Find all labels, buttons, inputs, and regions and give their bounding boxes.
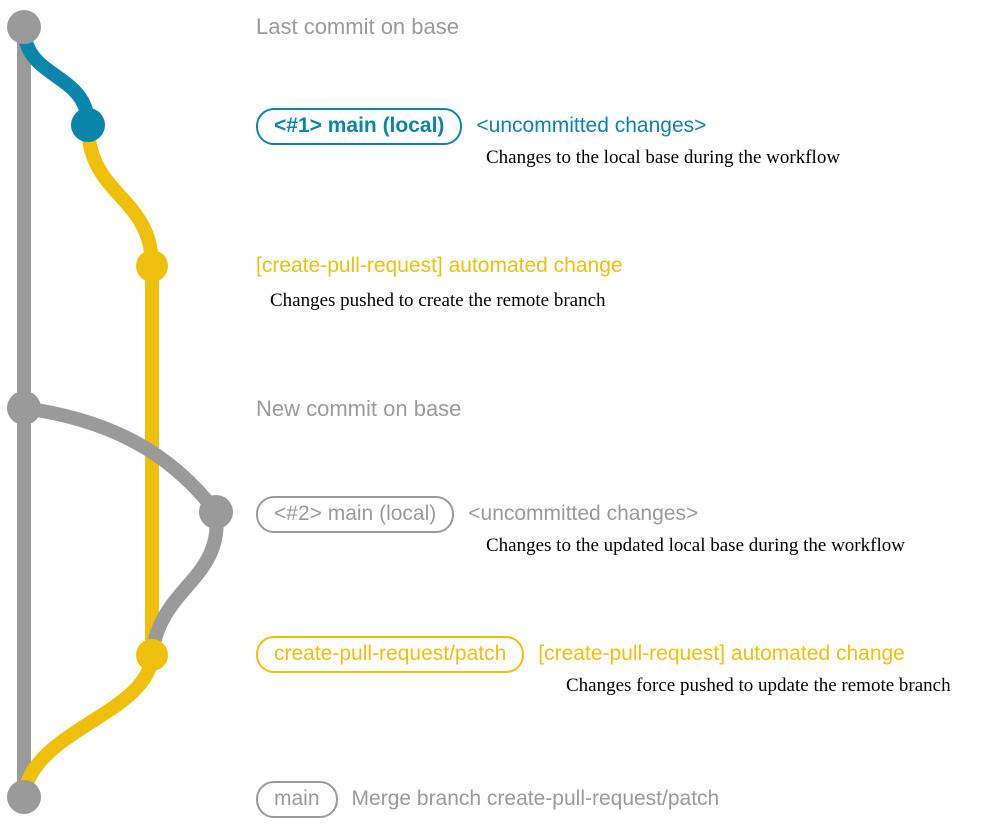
entry-local-uncommitted-2: <#2> main (local) <uncommitted changes>: [256, 496, 699, 534]
commit-node-base-new[interactable]: [7, 391, 41, 425]
branch-pill-remote-patch[interactable]: create-pull-request/patch: [256, 636, 525, 674]
commit-subject-merge: Merge branch create-pull-request/patch: [351, 787, 720, 810]
branch-pill-local-1[interactable]: <#1> main (local): [256, 108, 463, 146]
commit-description-local-1: Changes to the local base during the wor…: [486, 147, 841, 168]
local-branch-line-1: [17, 20, 95, 132]
remote-branch-line-create: [81, 118, 159, 273]
commit-subject-local-1: <uncommitted changes>: [476, 114, 707, 137]
commit-description-remote-patch: Changes force pushed to update the remot…: [566, 675, 951, 696]
branch-pill-local-2[interactable]: <#2> main (local): [256, 496, 455, 534]
commit-node-local-2[interactable]: [199, 495, 233, 529]
local-branch-line-2: [17, 401, 223, 519]
label-last-commit-on-base: Last commit on base: [256, 14, 459, 39]
entry-remote-force-push: create-pull-request/patch [create-pull-r…: [256, 636, 905, 674]
local-merge-into-remote-line: [145, 505, 224, 662]
commit-description-remote-create: Changes pushed to create the remote bran…: [270, 290, 606, 311]
remote-merge-line: [17, 648, 159, 804]
commit-node-local-1[interactable]: [71, 108, 105, 142]
commit-node-base-merge[interactable]: [7, 780, 41, 814]
commit-node-remote-create[interactable]: [136, 250, 168, 282]
entry-merge-commit: main Merge branch create-pull-request/pa…: [256, 781, 720, 819]
commit-subject-remote-patch: [create-pull-request] automated change: [538, 642, 905, 665]
commit-subject-local-2: <uncommitted changes>: [468, 502, 699, 525]
label-new-commit-on-base: New commit on base: [256, 396, 462, 421]
commit-subject-remote-create: [create-pull-request] automated change: [256, 254, 623, 277]
commit-node-base-last[interactable]: [7, 10, 41, 44]
entry-local-uncommitted-1: <#1> main (local) <uncommitted changes>: [256, 108, 707, 146]
entry-remote-create-branch: [create-pull-request] automated change: [256, 255, 623, 276]
commit-description-local-2: Changes to the updated local base during…: [486, 535, 905, 556]
commit-node-remote-patch[interactable]: [136, 639, 168, 671]
branch-pill-main[interactable]: main: [256, 781, 338, 819]
